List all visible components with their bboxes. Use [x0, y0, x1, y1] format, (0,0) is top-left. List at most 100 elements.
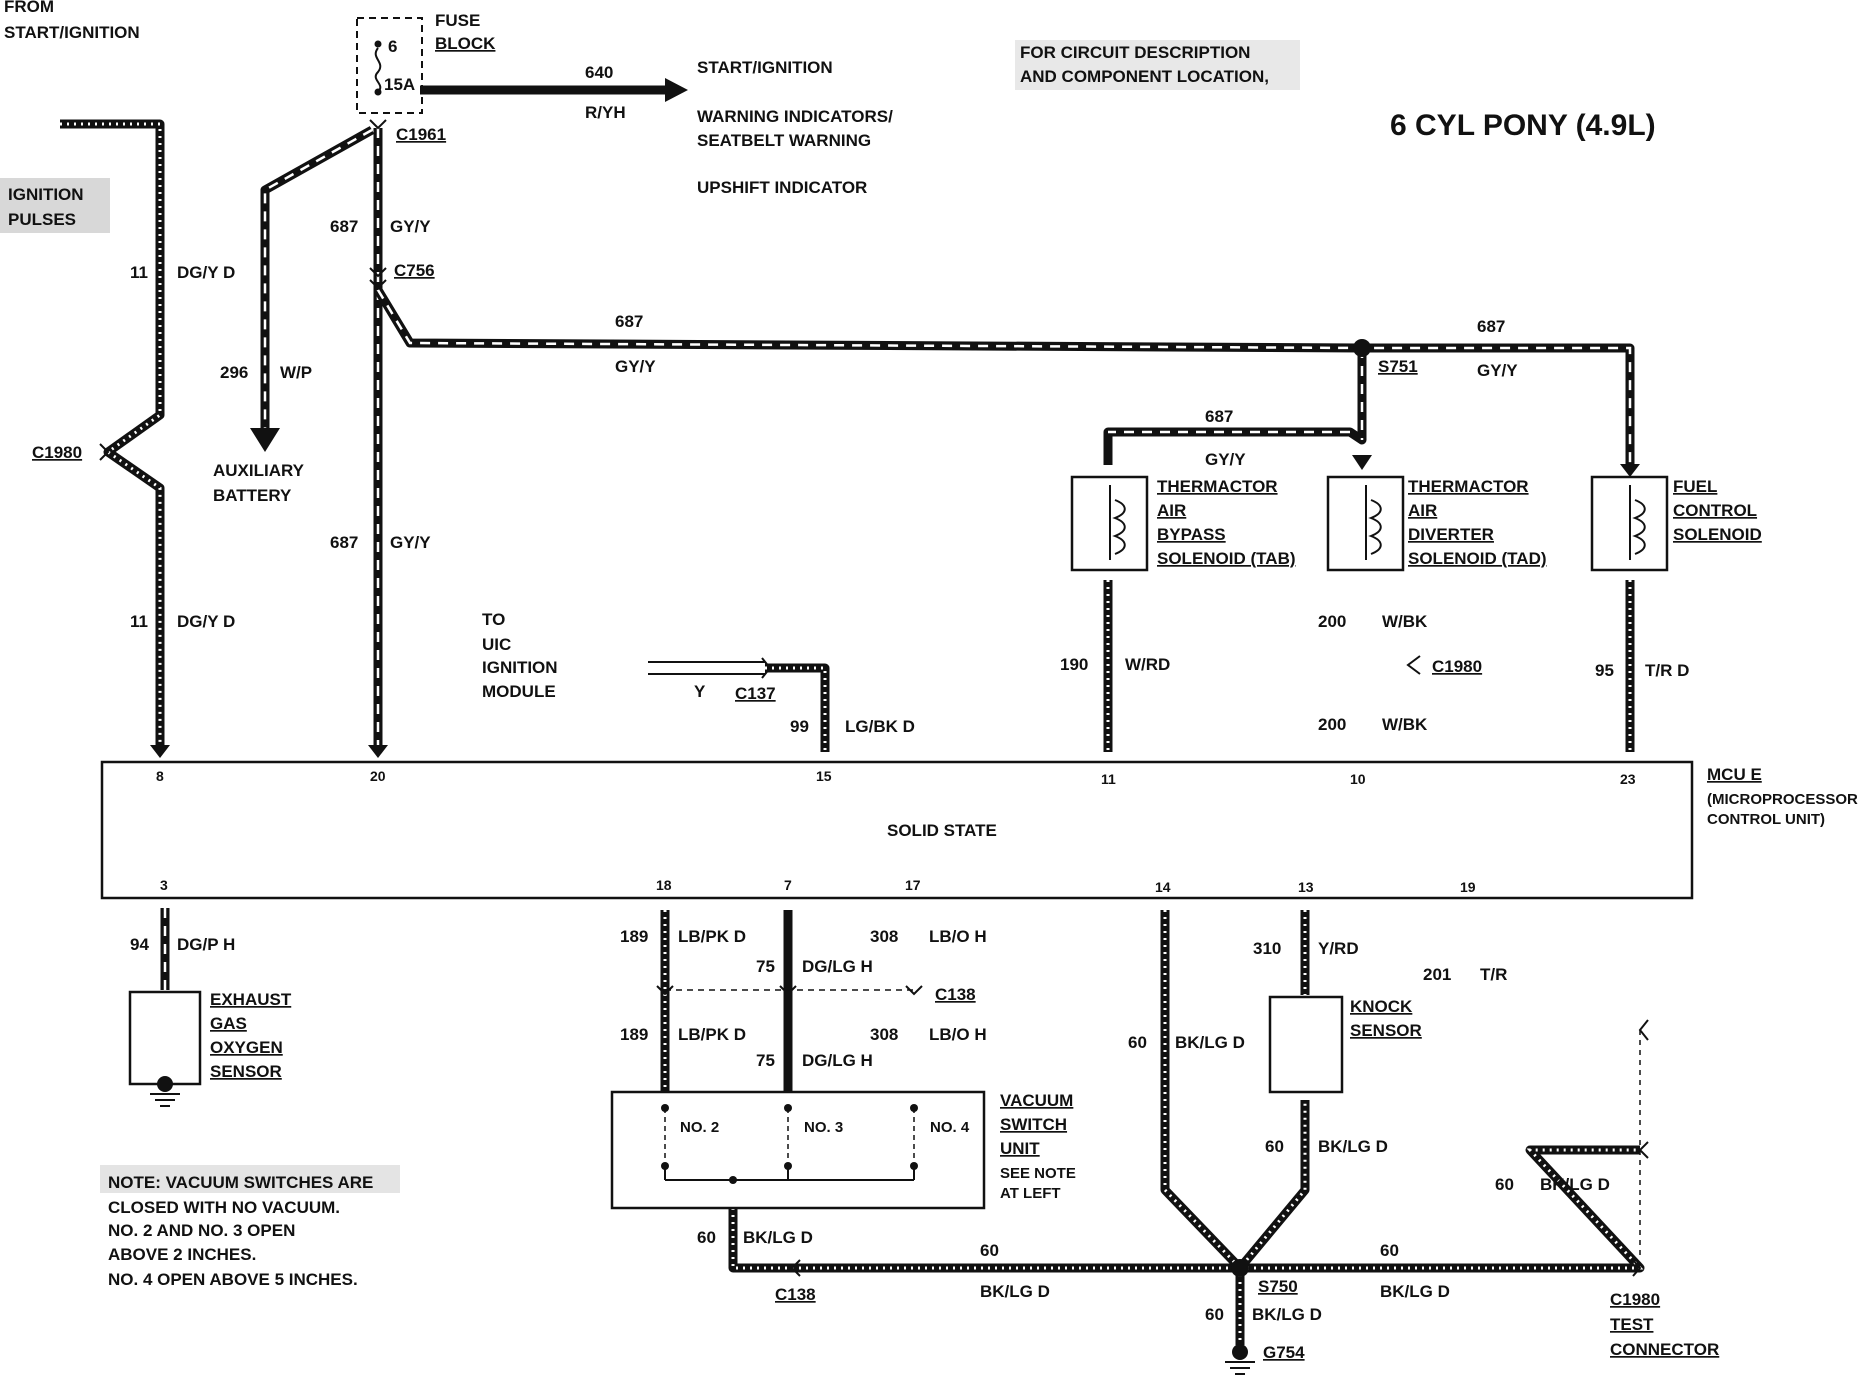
- mcu-desc-2: CONTROL UNIT): [1707, 811, 1825, 828]
- ignition-pulses-label-2: PULSES: [8, 210, 76, 229]
- ignition-pulses-shade: [0, 178, 110, 233]
- feed-upshift: UPSHIFT INDICATOR: [697, 178, 867, 197]
- w60-g-color: BK/LG D: [1540, 1175, 1610, 1194]
- pin-14: 14: [1155, 879, 1171, 895]
- pin-23: 23: [1620, 771, 1636, 787]
- w11-b-num: 11: [130, 612, 148, 631]
- note-line-2: CLOSED WITH NO VACUUM.: [108, 1198, 340, 1217]
- splice-s751: [1353, 339, 1371, 357]
- pin-20: 20: [370, 768, 386, 784]
- tad-label-4: SOLENOID (TAD): [1408, 549, 1547, 568]
- w687-b-color: GY/Y: [390, 533, 431, 552]
- w201-color: T/R: [1480, 965, 1507, 984]
- vsu-label-1: VACUUM: [1000, 1091, 1073, 1110]
- tad-label-2: AIR: [1408, 501, 1437, 520]
- circuit-desc-2: AND COMPONENT LOCATION,: [1020, 67, 1269, 86]
- w308-b-color: LB/O H: [929, 1025, 987, 1044]
- w60-b-color: BK/LG D: [1318, 1137, 1388, 1156]
- wire-687-main: [368, 128, 388, 758]
- knock-label-2: SENSOR: [1350, 1021, 1422, 1040]
- w60-f-num: 60: [1205, 1305, 1224, 1324]
- w200-a-color: W/BK: [1382, 612, 1428, 631]
- w190-color: W/RD: [1125, 655, 1170, 674]
- w11-a-color: DG/Y D: [177, 263, 235, 282]
- pin-18: 18: [656, 877, 672, 893]
- vsu-label-3: UNIT: [1000, 1139, 1040, 1158]
- w308-a-color: LB/O H: [929, 927, 987, 946]
- w687-e-color: GY/Y: [1477, 361, 1518, 380]
- w201-num: 201: [1423, 965, 1451, 984]
- w310-color: Y/RD: [1318, 939, 1359, 958]
- w189-a-color: LB/PK D: [678, 927, 746, 946]
- w94-num: 94: [130, 935, 149, 954]
- vacuum-switch-unit: [610, 1090, 986, 1210]
- note-line-1: NOTE: VACUUM SWITCHES ARE: [108, 1173, 373, 1192]
- w687-d-num: 687: [1205, 407, 1233, 426]
- w687-c-color: GY/Y: [615, 357, 656, 376]
- ego-label-1: EXHAUST: [210, 990, 292, 1009]
- splice-s750: [1231, 1259, 1249, 1277]
- pin-10: 10: [1350, 771, 1366, 787]
- w75-a-num: 75: [756, 957, 775, 976]
- fuse-block-label: FUSE: [435, 11, 480, 30]
- oxygen-sensor: [128, 990, 202, 1107]
- circuit-desc-1: FOR CIRCUIT DESCRIPTION: [1020, 43, 1250, 62]
- knock-sensor: [1268, 995, 1344, 1094]
- w60-a-num: 60: [1128, 1033, 1147, 1052]
- mcu-desc-1: (MICROPROCESSOR: [1707, 791, 1858, 808]
- wire-640: [420, 78, 688, 102]
- pin-17: 17: [905, 877, 921, 893]
- from-label: FROM: [4, 0, 54, 16]
- w687-a-color: GY/Y: [390, 217, 431, 236]
- uic-label-4: MODULE: [482, 682, 556, 701]
- g754-label: G754: [1263, 1343, 1305, 1362]
- fuse-block-label-2: BLOCK: [435, 34, 496, 53]
- tab-label-3: BYPASS: [1157, 525, 1226, 544]
- pin-15: 15: [816, 768, 832, 784]
- feed-warning-1: WARNING INDICATORS/: [697, 107, 893, 126]
- w75-b-num: 75: [756, 1051, 775, 1070]
- mcu-box: [100, 760, 1694, 900]
- w60-b-num: 60: [1265, 1137, 1284, 1156]
- note-line-4: ABOVE 2 INCHES.: [108, 1245, 256, 1264]
- test-connector-label: TEST: [1610, 1315, 1654, 1334]
- w687-e-num: 687: [1477, 317, 1505, 336]
- pin-7: 7: [784, 877, 792, 893]
- s750-label: S750: [1258, 1277, 1298, 1296]
- mcu-body: SOLID STATE: [887, 821, 997, 840]
- feed-start-ignition: START/IGNITION: [697, 58, 833, 77]
- w95-color: T/R D: [1645, 661, 1689, 680]
- w200-b-num: 200: [1318, 715, 1346, 734]
- vsu-no2: NO. 2: [680, 1119, 719, 1136]
- fcs-label-1: FUEL: [1673, 477, 1717, 496]
- uic-label-1: TO: [482, 610, 505, 629]
- wire-687-tad: [1103, 348, 1372, 470]
- w11-b-color: DG/Y D: [177, 612, 235, 631]
- ego-label-3: OXYGEN: [210, 1038, 283, 1057]
- w60-a-color: BK/LG D: [1175, 1033, 1245, 1052]
- tab-label-2: AIR: [1157, 501, 1186, 520]
- note-shade: [100, 1165, 400, 1193]
- ignition-pulses-label: IGNITION: [8, 185, 84, 204]
- tad-label-3: DIVERTER: [1408, 525, 1494, 544]
- w640-num: 640: [585, 63, 613, 82]
- c1980-mid-label: C1980: [1432, 657, 1482, 676]
- feed-warning-2: SEATBELT WARNING: [697, 131, 871, 150]
- wire-99: [648, 661, 830, 752]
- w296-color: W/P: [280, 363, 312, 382]
- w60-c-num: 60: [697, 1228, 716, 1247]
- w687-c-num: 687: [615, 312, 643, 331]
- ground-g754: [1225, 1344, 1255, 1375]
- w75-b-color: DG/LG H: [802, 1051, 873, 1070]
- fuel-control-solenoid: [1590, 475, 1669, 572]
- w75-a-color: DG/LG H: [802, 957, 873, 976]
- w11-a-num: 11: [130, 263, 148, 282]
- w94-color: DG/P H: [177, 935, 235, 954]
- mcu-name: MCU E: [1707, 765, 1762, 784]
- pin-8: 8: [156, 768, 164, 784]
- w60-e-num: 60: [1380, 1241, 1399, 1260]
- w60-g-num: 60: [1495, 1175, 1514, 1194]
- uic-label-3: IGNITION: [482, 658, 558, 677]
- wire-296: [250, 126, 375, 452]
- c1980-bottom-label: C1980: [1610, 1290, 1660, 1309]
